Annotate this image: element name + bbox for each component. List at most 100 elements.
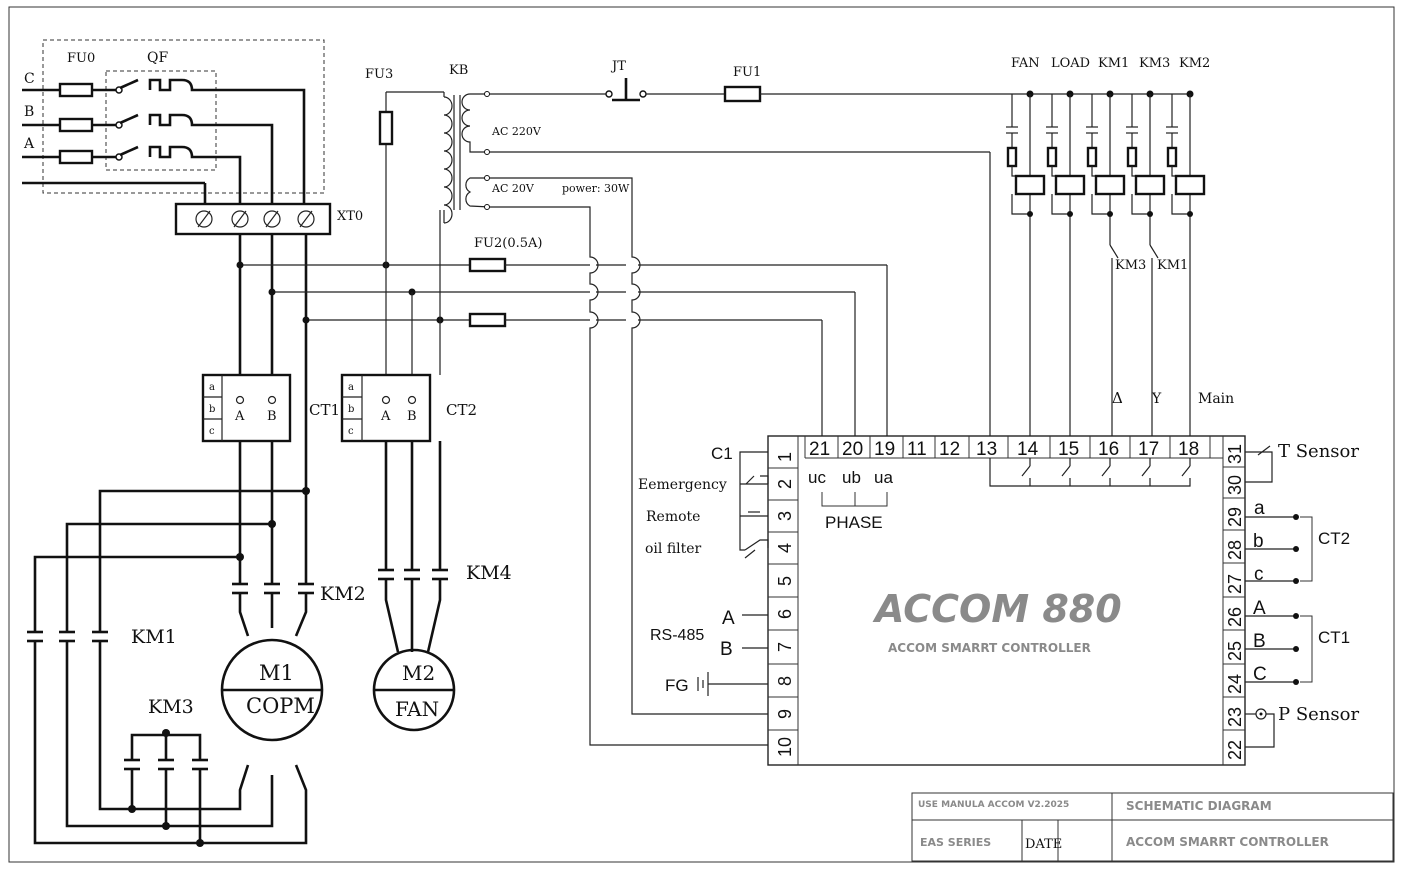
terminal-28: 28	[1225, 540, 1245, 560]
motor-m1-label: M1	[259, 661, 294, 685]
terminal-13: 13	[976, 439, 997, 460]
terminal-25: 25	[1225, 641, 1245, 661]
relay-coil-km2	[1166, 94, 1206, 440]
ct2-label: CT2	[446, 401, 477, 419]
crossover-wiring	[490, 177, 888, 746]
phase-a-label: A	[23, 136, 35, 152]
ct1-b-label: b	[209, 404, 215, 415]
ct2-A-label: A	[380, 409, 391, 424]
input-lines	[22, 78, 306, 205]
terminal-2: 2	[775, 479, 795, 489]
fuse-block-outline	[42, 39, 325, 194]
motor-m2-label: M2	[402, 661, 435, 685]
ac220-label: AC 220V	[491, 125, 542, 138]
phase-c-label: C	[24, 71, 35, 87]
ct2-input-c: c	[1254, 564, 1264, 585]
controller-logo: ACCOM 880	[872, 587, 1122, 631]
kb-label: KB	[449, 63, 468, 78]
ct1-c-label: c	[209, 426, 215, 437]
controller-subtitle: ACCOM SMARRT CONTROLLER	[888, 641, 1091, 655]
qf-label: QF	[147, 50, 168, 66]
title-block	[911, 792, 1394, 862]
controller-box	[767, 435, 1246, 766]
emergency-label: Eemergency	[638, 477, 727, 493]
rs485-label: RS-485	[650, 627, 704, 644]
main-label: Main	[1198, 391, 1234, 407]
remote-label: Remote	[646, 509, 700, 525]
transformer-kb	[378, 91, 491, 375]
title-product: ACCOM SMARRT CONTROLLER	[1126, 835, 1329, 849]
terminal-19: 19	[874, 439, 895, 460]
title-date: DATE	[1025, 837, 1062, 852]
phase-uc: uc	[808, 468, 826, 487]
ct1-A-label: A	[234, 409, 245, 424]
ct1-input-A: A	[1253, 598, 1266, 619]
terminal-24: 24	[1225, 674, 1245, 694]
phase-b-label: B	[24, 104, 34, 120]
delta-label: Δ	[1112, 389, 1123, 407]
c1-label: C1	[711, 444, 733, 463]
fu3-label: FU3	[365, 67, 393, 82]
ct1-input-wiring	[1245, 613, 1313, 685]
terminal-12: 12	[939, 439, 960, 460]
controller-relay-contacts	[989, 458, 1191, 487]
control-bus	[490, 78, 1194, 486]
terminal-11: 11	[907, 439, 927, 460]
terminal-18: 18	[1178, 439, 1199, 460]
xt0-terminal-strip	[174, 202, 332, 236]
relay-fan-label: FAN	[1011, 56, 1040, 71]
rs485-a-label: A	[722, 608, 735, 629]
input-switches	[739, 451, 769, 559]
terminal-26: 26	[1225, 607, 1245, 627]
fu0-label: FU0	[67, 51, 95, 66]
terminal-10: 10	[775, 737, 795, 757]
interlock-km1-label: KM1	[1157, 258, 1188, 273]
terminal-7: 7	[775, 642, 795, 652]
ct1-label: CT1	[309, 401, 340, 419]
terminal-30: 30	[1225, 475, 1245, 495]
terminal-15: 15	[1058, 439, 1079, 460]
relay-coil-km1	[1086, 94, 1126, 440]
ct2-input-wiring	[1245, 514, 1313, 584]
terminal-23: 23	[1225, 707, 1245, 727]
t-sensor-wiring	[1245, 445, 1273, 483]
terminal-14: 14	[1017, 439, 1039, 460]
ct1-B-label: B	[267, 409, 277, 424]
motor-m2	[372, 648, 456, 732]
terminal-21: 21	[809, 439, 830, 460]
terminal-31: 31	[1225, 444, 1245, 464]
terminal-5: 5	[775, 576, 795, 586]
relay-km2-label: KM2	[1179, 56, 1210, 71]
p-sensor-label: P Sensor	[1278, 704, 1359, 725]
phase-label: PHASE	[825, 513, 883, 532]
terminal-1: 1	[775, 452, 795, 462]
p-sensor-wiring	[1245, 708, 1275, 748]
terminal-17: 17	[1138, 439, 1159, 460]
motor-fan-label: FAN	[395, 697, 439, 721]
terminal-16: 16	[1098, 439, 1119, 460]
fu2-fuses	[468, 257, 590, 328]
motor-m1	[220, 638, 324, 742]
ct1-input-C: C	[1253, 664, 1267, 685]
fu2-label: FU2(0.5A)	[474, 236, 542, 251]
t-sensor-label: T Sensor	[1278, 441, 1359, 462]
ground-symbol	[697, 672, 768, 696]
motor-copm-label: COPM	[246, 694, 315, 718]
ct1-a-label: a	[209, 382, 215, 393]
title-diagram: SCHEMATIC DIAGRAM	[1126, 799, 1272, 813]
terminal-22: 22	[1225, 740, 1245, 760]
controller-right-terminal-grid	[1223, 466, 1245, 731]
ct2-b-label: b	[348, 404, 354, 415]
title-series: EAS SERIES	[920, 836, 991, 849]
ct2-B-label: B	[407, 409, 417, 424]
terminal-3: 3	[775, 511, 795, 521]
ct1-block	[201, 373, 292, 443]
relay-coil-fan	[1006, 94, 1046, 440]
ct2-input-label: CT2	[1318, 529, 1350, 548]
terminal-4: 4	[775, 543, 795, 553]
left-terminal-numbers: 1 2 3 4 5 6 7 8 9 10	[775, 452, 795, 757]
terminal-9: 9	[775, 709, 795, 719]
relay-coil-km3	[1126, 94, 1166, 440]
km2-contact-label: KM2	[320, 583, 366, 605]
